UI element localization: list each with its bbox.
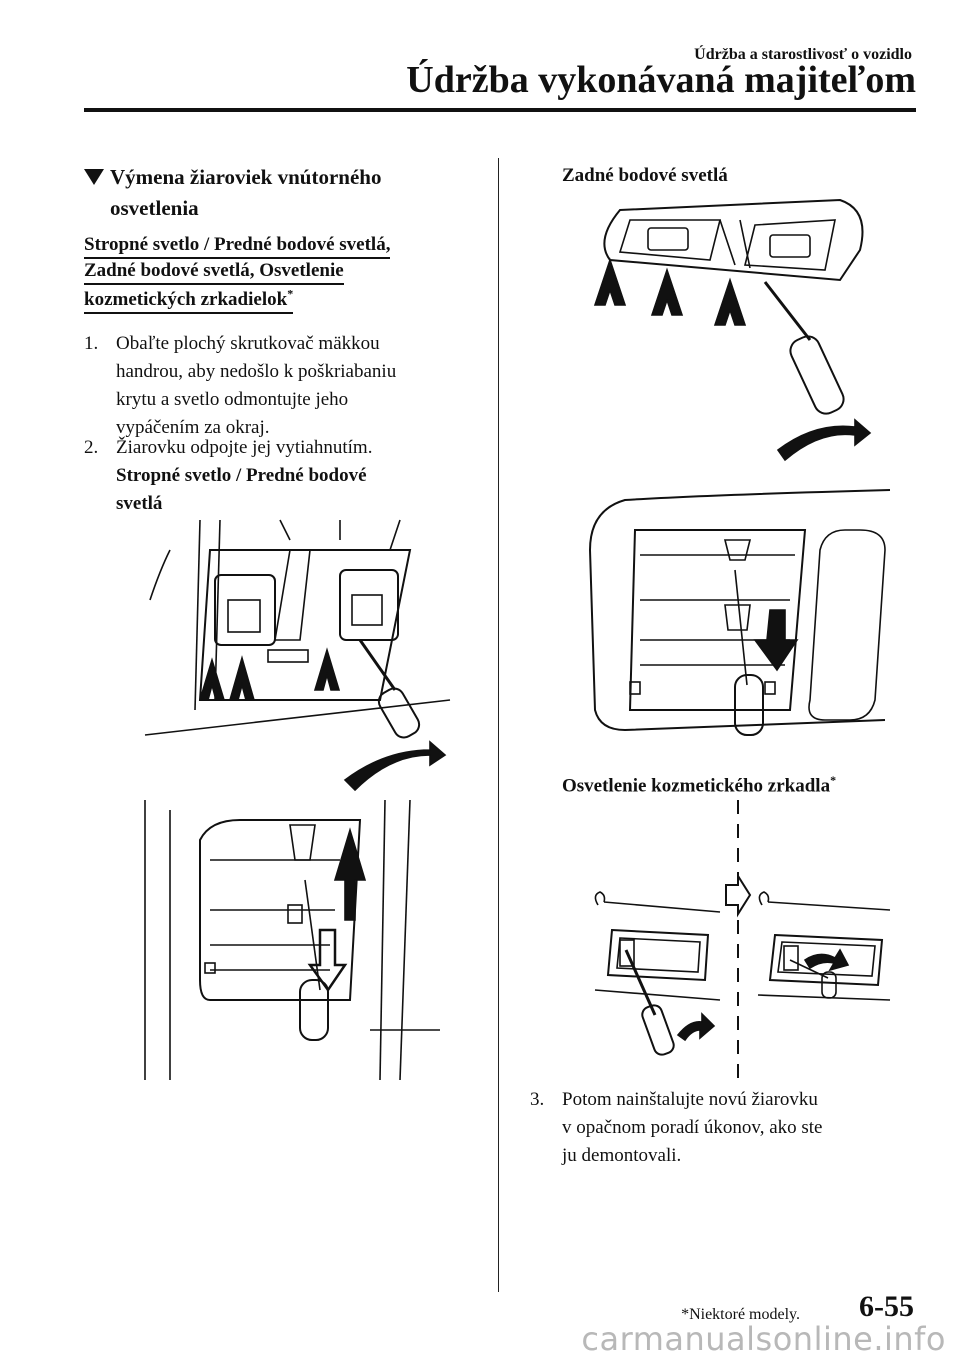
step-line: handrou, aby nedošlo k poškriabaniu	[116, 361, 397, 382]
step-number: 3.	[530, 1089, 545, 1110]
step-line: Obaľte plochý skrutkovač mäkkou	[116, 333, 380, 354]
watermark: carmanualsonline.info	[581, 1320, 946, 1358]
caption-vanity-text: Osvetlenie kozmetického zrkadla	[562, 775, 831, 797]
subtitle-line1: Stropné svetlo / Predné bodové svetlá,	[84, 234, 391, 259]
step-2-text: Žiarovku odpojte jej vytiahnutím.	[116, 434, 494, 462]
page-number: 6-55	[859, 1290, 914, 1323]
footnote: *Niektoré modely.	[681, 1306, 800, 1323]
step-1: 1. Obaľte plochý skrutkovač mäkkou handr…	[84, 330, 494, 442]
ceiling-bulb-illustration	[144, 799, 440, 1081]
step-line: Žiarovku odpojte jej vytiahnutím.	[116, 437, 373, 458]
step-line: Potom nainštalujte novú žiarovku	[562, 1089, 818, 1110]
optional-mark: *	[287, 287, 294, 301]
step-line: v opačnom poradí úkonov, ako ste	[562, 1117, 823, 1138]
caption-ceiling-light: Stropné svetlo / Predné bodové svetlá	[116, 462, 367, 518]
running-header: Údržba a starostlivosť o vozidlo	[694, 46, 912, 63]
step-line: krytu a svetlo odmontujte jeho	[116, 389, 349, 410]
subtitle-line3: kozmetických zrkadielok	[84, 289, 288, 315]
vanity-light-illustration	[594, 800, 891, 1080]
step-2: 2. Žiarovku odpojte jej vytiahnutím.	[84, 434, 494, 462]
rear-bulb-illustration	[588, 489, 891, 736]
caption-line: Stropné svetlo / Predné bodové	[116, 465, 367, 486]
ceiling-light-illustration	[144, 519, 451, 792]
section-title: Výmena žiaroviek vnútorného osvetlenia	[84, 162, 484, 224]
triangle-bullet-icon	[84, 169, 104, 185]
step-1-text: Obaľte plochý skrutkovač mäkkou handrou,…	[116, 330, 494, 442]
header-divider	[84, 108, 916, 112]
caption-vanity-light: Osvetlenie kozmetického zrkadla*	[562, 766, 836, 800]
subtitle-line2-wrap: Zadné bodové svetlá, Osvetlenie	[84, 260, 484, 285]
subtitle-line1-wrap: Stropné svetlo / Predné bodové svetlá,	[84, 234, 484, 259]
caption-line: svetlá	[116, 493, 163, 514]
caption-rear-spotlights: Zadné bodové svetlá	[562, 165, 728, 186]
section-title-line1: Výmena žiaroviek vnútorného	[110, 165, 382, 189]
subtitle-line2: Zadné bodové svetlá, Osvetlenie	[84, 260, 344, 285]
section-title-line2: osvetlenia	[110, 196, 199, 220]
step-3-text: Potom nainštalujte novú žiarovku v opačn…	[562, 1086, 930, 1170]
subtitle-line3-wrap: kozmetických zrkadielok*	[84, 287, 484, 315]
column-divider	[498, 158, 499, 1292]
step-line: ju demontovali.	[562, 1145, 682, 1166]
step-number: 2.	[84, 437, 99, 458]
step-line: vypáčením za okraj.	[116, 417, 270, 438]
page-title: Údržba vykonávaná majiteľom	[406, 59, 916, 101]
step-number: 1.	[84, 333, 99, 354]
step-3: 3. Potom nainštalujte novú žiarovku v op…	[530, 1086, 930, 1170]
rear-spotlight-illustration	[593, 198, 872, 462]
optional-mark: *	[830, 773, 837, 787]
